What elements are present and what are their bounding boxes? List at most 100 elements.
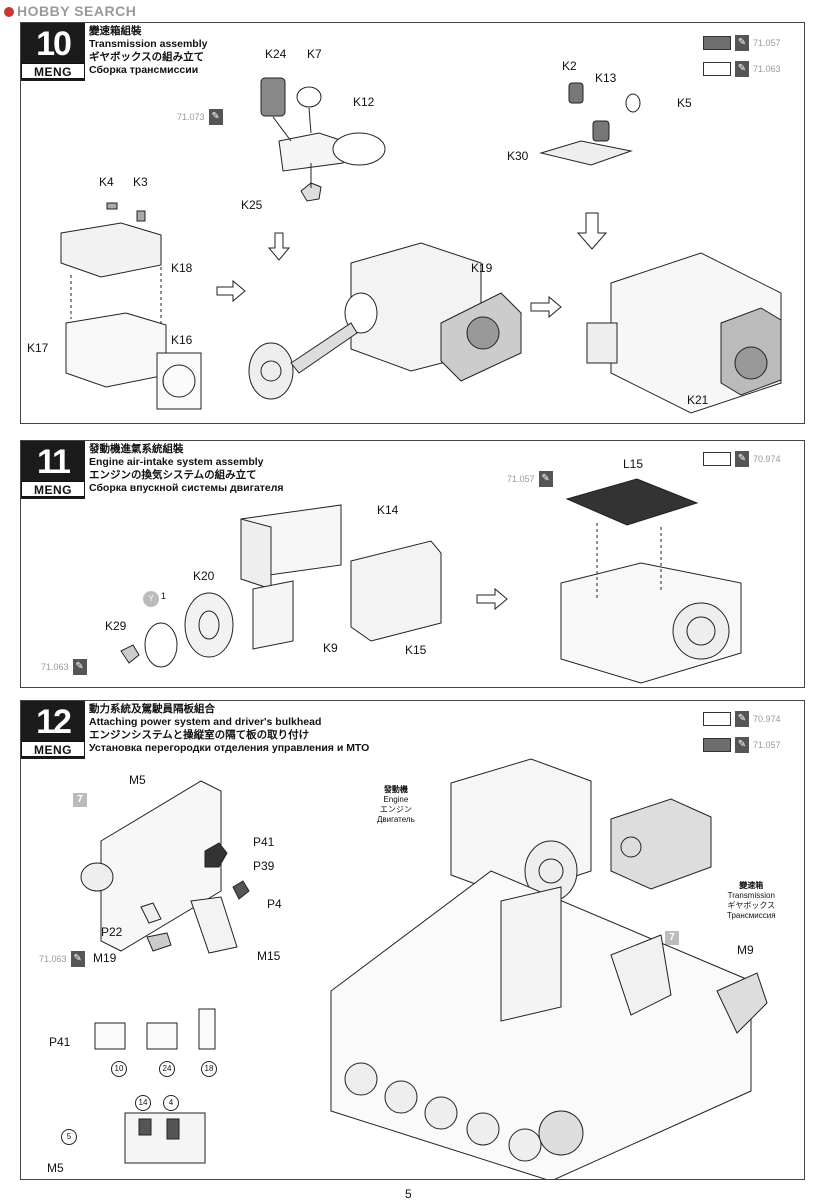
step-badge: 10 MENG — [21, 23, 85, 81]
part-label: K2 — [562, 59, 577, 73]
part-label: K17 — [27, 341, 49, 355]
title-ru: Сборка трансмиссии — [89, 64, 199, 76]
brush-icon: ✎ — [735, 35, 749, 51]
trans-label-en: Transmission — [727, 891, 775, 900]
brush-icon: ✎ — [538, 471, 553, 487]
reference-box: 7 — [73, 793, 87, 807]
option-number: 1 — [161, 591, 167, 601]
option-mark: Y — [143, 591, 159, 607]
step-badge: 12 MENG — [21, 701, 85, 759]
paint-code: 71.057 — [507, 474, 535, 484]
paint-swatch — [703, 738, 731, 752]
step-10-panel: 10 MENG 變速箱組裝 Transmission assembly ギヤボッ… — [20, 22, 805, 424]
title-ru: Установка перегородки отделения управлен… — [89, 742, 370, 754]
callout-number: 14 — [135, 1095, 151, 1111]
part-label: K4 — [99, 175, 114, 189]
brush-icon: ✎ — [735, 451, 749, 467]
title-en: Engine air-intake system assembly — [89, 456, 264, 468]
step-titles: 發動機進氣系統組裝 Engine air-intake system assem… — [89, 443, 284, 495]
part-label: K30 — [507, 149, 529, 163]
brush-icon: ✎ — [735, 737, 749, 753]
brush-icon: ✎ — [735, 711, 749, 727]
part-label: M9 — [737, 943, 754, 957]
paint-key-2: ✎ 71.057 — [703, 737, 781, 753]
part-label: M15 — [257, 949, 281, 963]
part-label: P22 — [101, 925, 123, 939]
paint-code: 71.057 — [753, 740, 781, 750]
callout-number: 24 — [159, 1061, 175, 1077]
transmission-label: 變速箱 Transmission ギヤボックス Трансмиссия — [727, 881, 776, 921]
part-label: K19 — [471, 261, 493, 275]
engine-label-cn: 發動機 — [383, 785, 408, 794]
engine-label-ru: Двигатель — [377, 815, 415, 824]
brand-label: MENG — [21, 63, 85, 79]
title-cn: 動力系統及駕駛員隔板組合 — [89, 703, 215, 715]
step-12-panel: 12 MENG 動力系統及駕駛員隔板組合 Attaching power sys… — [20, 700, 805, 1180]
paint-key-1: ✎ 71.057 — [703, 35, 781, 51]
step-number: 12 — [36, 703, 72, 741]
part-label: P4 — [267, 897, 282, 911]
part-label: K3 — [133, 175, 148, 189]
site-header: HOBBY SEARCH — [0, 0, 821, 22]
step-12-illustration — [80, 758, 768, 1179]
paint-swatch — [703, 712, 731, 726]
brush-icon: ✎ — [72, 659, 87, 675]
inline-paint: 71.063 ✎ — [39, 951, 85, 967]
part-label: M19 — [93, 951, 117, 965]
title-en: Attaching power system and driver's bulk… — [89, 716, 322, 728]
engine-label-jp: エンジン — [379, 805, 412, 814]
paint-key-2: ✎ 71.063 — [703, 61, 781, 77]
paint-code: 70.974 — [753, 714, 781, 724]
title-cn: 變速箱組裝 — [89, 25, 142, 37]
paint-swatch — [703, 36, 731, 50]
part-label: K21 — [687, 393, 709, 407]
paint-code: 71.057 — [753, 38, 781, 48]
part-label: K5 — [677, 96, 692, 110]
part-label: K15 — [405, 643, 427, 657]
part-label: K12 — [353, 95, 375, 109]
title-jp: エンジンの換気システムの組み立て — [89, 469, 257, 481]
part-label: P39 — [253, 859, 275, 873]
title-en: Transmission assembly — [89, 38, 208, 50]
brand-label: MENG — [21, 741, 85, 757]
engine-label-en: Engine — [383, 795, 409, 804]
inline-paint: 71.057 ✎ — [507, 471, 553, 487]
step-11-panel: 11 MENG 發動機進氣系統組裝 Engine air-intake syst… — [20, 440, 805, 688]
inline-paint: 71.063 ✎ — [41, 659, 87, 675]
part-label: K9 — [323, 641, 338, 655]
part-label: K20 — [193, 569, 215, 583]
callout-number: 10 — [111, 1061, 127, 1077]
paint-code: 70.974 — [753, 454, 781, 464]
step-10-illustration — [60, 77, 782, 414]
hobby-search-logo[interactable]: HOBBY SEARCH — [4, 3, 136, 19]
trans-label-jp: ギヤボックス — [727, 901, 776, 910]
paint-swatch — [703, 452, 731, 466]
brand-label: MENG — [21, 481, 85, 497]
part-label: M5 — [129, 773, 146, 787]
brush-icon: ✎ — [735, 61, 749, 77]
part-label: L15 — [623, 457, 644, 471]
title-jp: エンジンシステムと操縦室の隔て板の取り付け — [89, 729, 310, 741]
page-number: 5 — [405, 1187, 412, 1201]
step-titles: 變速箱組裝 Transmission assembly ギヤボックスの組み立て … — [89, 25, 207, 77]
part-label: K18 — [171, 261, 193, 275]
callout-number: 18 — [201, 1061, 217, 1077]
callout-number: 4 — [163, 1095, 179, 1111]
paint-key-1: ✎ 70.974 — [703, 451, 781, 467]
brush-icon: ✎ — [70, 951, 85, 967]
detail-part-label: P41 — [49, 1035, 71, 1049]
step-11-illustration — [120, 478, 742, 684]
detail-part-label: M5 — [47, 1161, 64, 1175]
part-label: K24 — [265, 47, 287, 61]
part-label: K16 — [171, 333, 193, 347]
part-label: K7 — [307, 47, 322, 61]
brush-icon: ✎ — [208, 109, 223, 125]
paint-code: 71.073 — [177, 112, 205, 122]
engine-label: 發動機 Engine エンジン Двигатель — [377, 785, 415, 825]
trans-label-ru: Трансмиссия — [727, 911, 776, 920]
part-label: K13 — [595, 71, 617, 85]
trans-label-cn: 變速箱 — [739, 881, 764, 890]
title-ru: Сборка впускной системы двигателя — [89, 482, 284, 494]
part-label: P41 — [253, 835, 275, 849]
part-label: K25 — [241, 198, 263, 212]
